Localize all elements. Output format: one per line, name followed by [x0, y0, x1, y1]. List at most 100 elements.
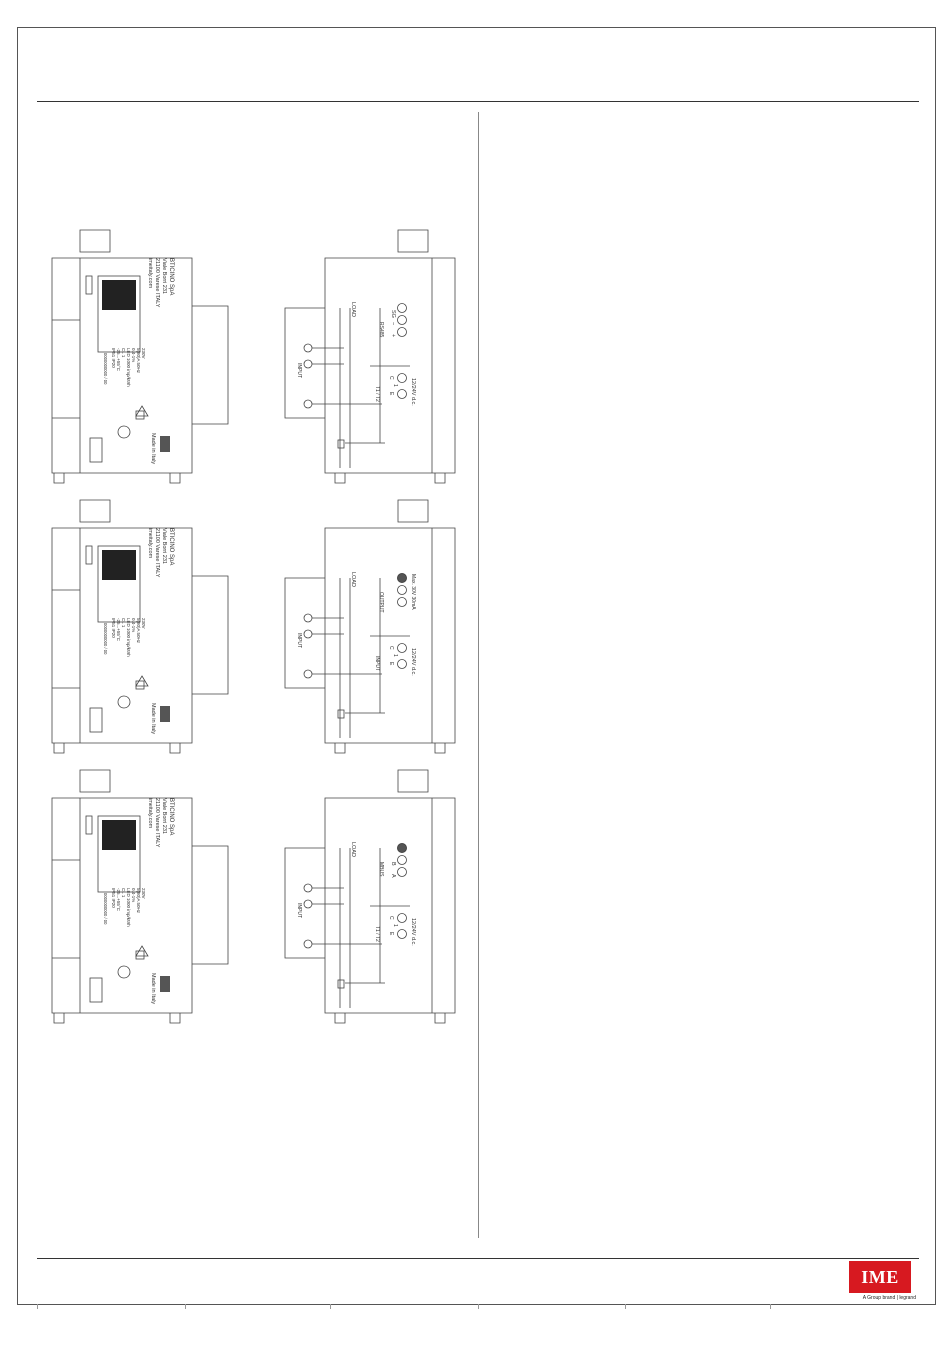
top-clip-right	[397, 229, 429, 253]
side-bus-line	[345, 308, 385, 444]
bus-terminal	[397, 573, 407, 583]
tarif-label: T1 / T2	[374, 926, 380, 942]
side-housing	[324, 257, 456, 474]
company-name: BTICINO SpA	[168, 798, 174, 835]
company-web: imeitaly.com	[147, 258, 153, 289]
load-label: LOAD	[350, 572, 356, 587]
input-label: INPUT	[296, 903, 302, 918]
side-feet	[334, 743, 446, 754]
supply-label: 12/24V d.c.	[410, 378, 416, 406]
ce-mark-icon	[117, 695, 131, 709]
input-terminal	[303, 899, 313, 909]
spec-line: 5(80)A 50Hz	[136, 348, 141, 374]
side-housing	[324, 527, 456, 744]
input-terminal	[303, 613, 313, 623]
tarif-terminal-label: C	[388, 646, 394, 650]
front-cover	[192, 845, 229, 965]
tarif-terminal	[397, 929, 407, 939]
rail-lines	[52, 589, 80, 689]
company-address: Viale Borri 231	[161, 528, 167, 564]
footer-rule	[37, 1258, 919, 1259]
qr-code	[102, 820, 136, 850]
tarif-terminal-label: 1	[392, 654, 398, 657]
brand-tagline: A Group brand | legrand	[862, 1295, 916, 1301]
tarif-terminal-label: 1	[392, 924, 398, 927]
ce-mark-icon	[117, 425, 131, 439]
spec-line: -25...+55°C	[116, 348, 121, 372]
side-cover	[284, 847, 325, 959]
side-feet	[334, 473, 446, 484]
spec-line: IP51 IP20	[111, 888, 116, 908]
tarif-terminal-label: C	[388, 916, 394, 920]
foot-terminals	[53, 1013, 181, 1024]
supply-label: 12/24V d.c.	[410, 918, 416, 946]
weee-bin-icon	[135, 680, 145, 690]
input-terminal	[303, 629, 313, 639]
bus-terminal	[397, 585, 407, 595]
weee-bin-icon	[135, 950, 145, 960]
qr-code	[102, 550, 136, 580]
company-city: 21100 Varese ITALY	[154, 798, 160, 848]
label-box	[97, 275, 141, 353]
weee-bin-icon	[135, 410, 145, 420]
side-cover	[284, 307, 325, 419]
side-feet	[334, 1013, 446, 1024]
spec-line: -25...+55°C	[116, 618, 121, 642]
output-rating: Max. 30V 30mA	[410, 574, 416, 610]
tarif-terminal-label: C	[388, 376, 394, 380]
bus-terminal-label: SG	[390, 310, 396, 318]
serial-number: 0000000000 / 00	[103, 623, 108, 655]
bus-label: RS485	[378, 322, 384, 338]
slot-top	[85, 275, 93, 295]
supply-label: 12/24V d.c.	[410, 648, 416, 676]
spec-line: 0.4-1%	[131, 888, 136, 902]
spec-line: CL 1	[121, 888, 126, 898]
bus-terminal	[397, 855, 407, 865]
side-cover	[284, 577, 325, 689]
tarif-label: INPUT	[374, 656, 380, 671]
ce-mark-icon	[117, 965, 131, 979]
side-slot	[337, 439, 345, 449]
tarif-label: T1 / T2	[374, 386, 380, 402]
input-label: INPUT	[296, 633, 302, 648]
company-address: Viale Borri 231	[161, 258, 167, 294]
slot-bottom	[89, 437, 103, 463]
input-terminal	[303, 939, 313, 949]
spec-line: 230V	[141, 348, 146, 359]
bus-terminal	[397, 843, 407, 853]
side-housing	[324, 797, 456, 1014]
top-clip-right	[397, 499, 429, 523]
spec-line: CL 1	[121, 348, 126, 358]
front-cover	[192, 575, 229, 695]
front-housing	[51, 527, 193, 744]
side-bus-line	[345, 578, 385, 714]
input-terminal	[303, 669, 313, 679]
company-city: 21100 Varese ITALY	[154, 528, 160, 578]
bus-terminal	[397, 327, 407, 337]
company-web: imeitaly.com	[147, 528, 153, 559]
tarif-terminal	[397, 659, 407, 669]
spec-line: 5(80)A 50Hz	[136, 618, 141, 644]
tarif-terminal-label: E	[388, 932, 394, 936]
foot-terminals	[53, 743, 181, 754]
input-label: INPUT	[296, 363, 302, 378]
spec-line: 0.4-1%	[131, 618, 136, 632]
company-web: imeitaly.com	[147, 798, 153, 829]
side-slot	[337, 979, 345, 989]
bus-terminal	[397, 867, 407, 877]
load-label: LOAD	[350, 302, 356, 317]
foot-terminals	[53, 473, 181, 484]
company-city: 21100 Varese ITALY	[154, 258, 160, 308]
tarif-terminal	[397, 389, 407, 399]
serial-number: 0000000000 / 00	[103, 353, 108, 385]
